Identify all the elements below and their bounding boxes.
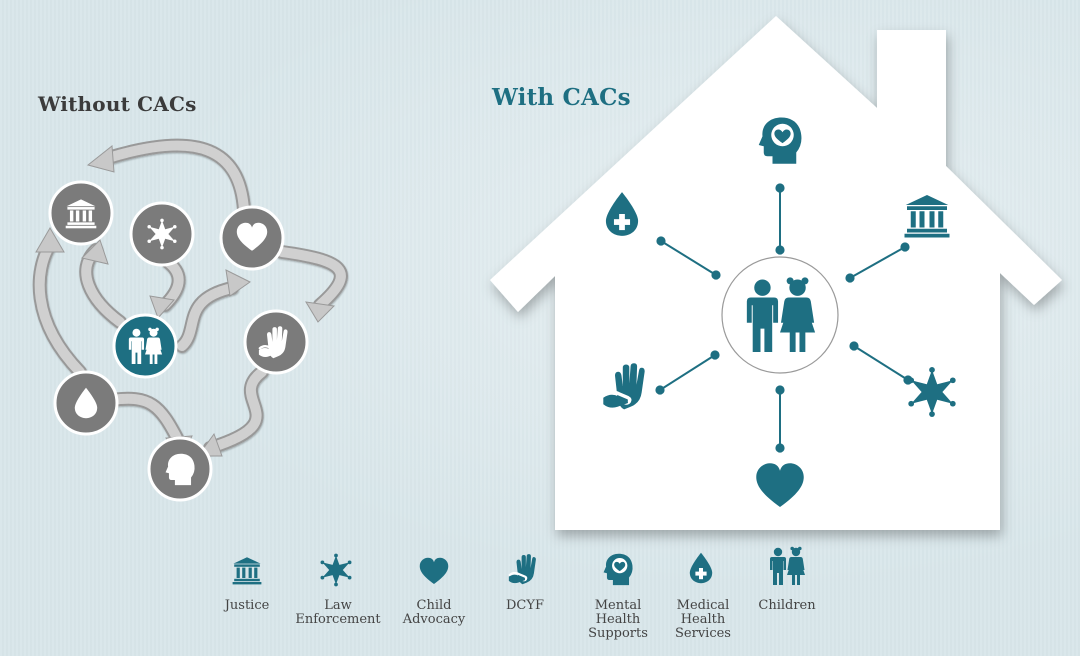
title-without-cacs: Without CACs	[38, 92, 197, 116]
legend-heart-icon	[419, 557, 449, 584]
node-children	[112, 313, 178, 379]
legend-medical-drop-icon	[689, 552, 713, 584]
node-dcyf	[243, 309, 309, 375]
node-law-enforcement	[129, 201, 195, 267]
spokes	[655, 183, 913, 453]
legend-label-dcyf: DCYF	[506, 598, 544, 613]
title-with-cacs: With CACs	[492, 84, 631, 111]
legend-children-icon	[770, 546, 805, 585]
legend-courthouse-icon	[232, 557, 262, 585]
node-justice	[48, 180, 114, 246]
node-child-advocacy	[219, 205, 285, 271]
legend-label-justice: Justice	[224, 598, 270, 613]
without-cacs-diagram	[32, 138, 348, 502]
node-mental-health	[147, 436, 213, 502]
legend-helping-hand-icon	[508, 552, 538, 586]
legend-label-law-enforcement: Law Enforcement	[295, 598, 381, 627]
hub	[721, 256, 839, 374]
legend-label-children: Children	[758, 598, 816, 613]
legend-label-mental-health: Mental Health Supports	[588, 598, 648, 641]
legend-head-heart-icon	[603, 553, 633, 586]
with-cacs-diagram	[602, 117, 956, 507]
legend-label-child-advocacy: Child Advocacy	[402, 598, 466, 627]
legend-sheriff-star-icon	[320, 553, 352, 587]
legend-icons	[232, 546, 805, 587]
legend-label-medical-health: Medical Health Services	[675, 598, 731, 641]
node-medical	[53, 370, 119, 436]
